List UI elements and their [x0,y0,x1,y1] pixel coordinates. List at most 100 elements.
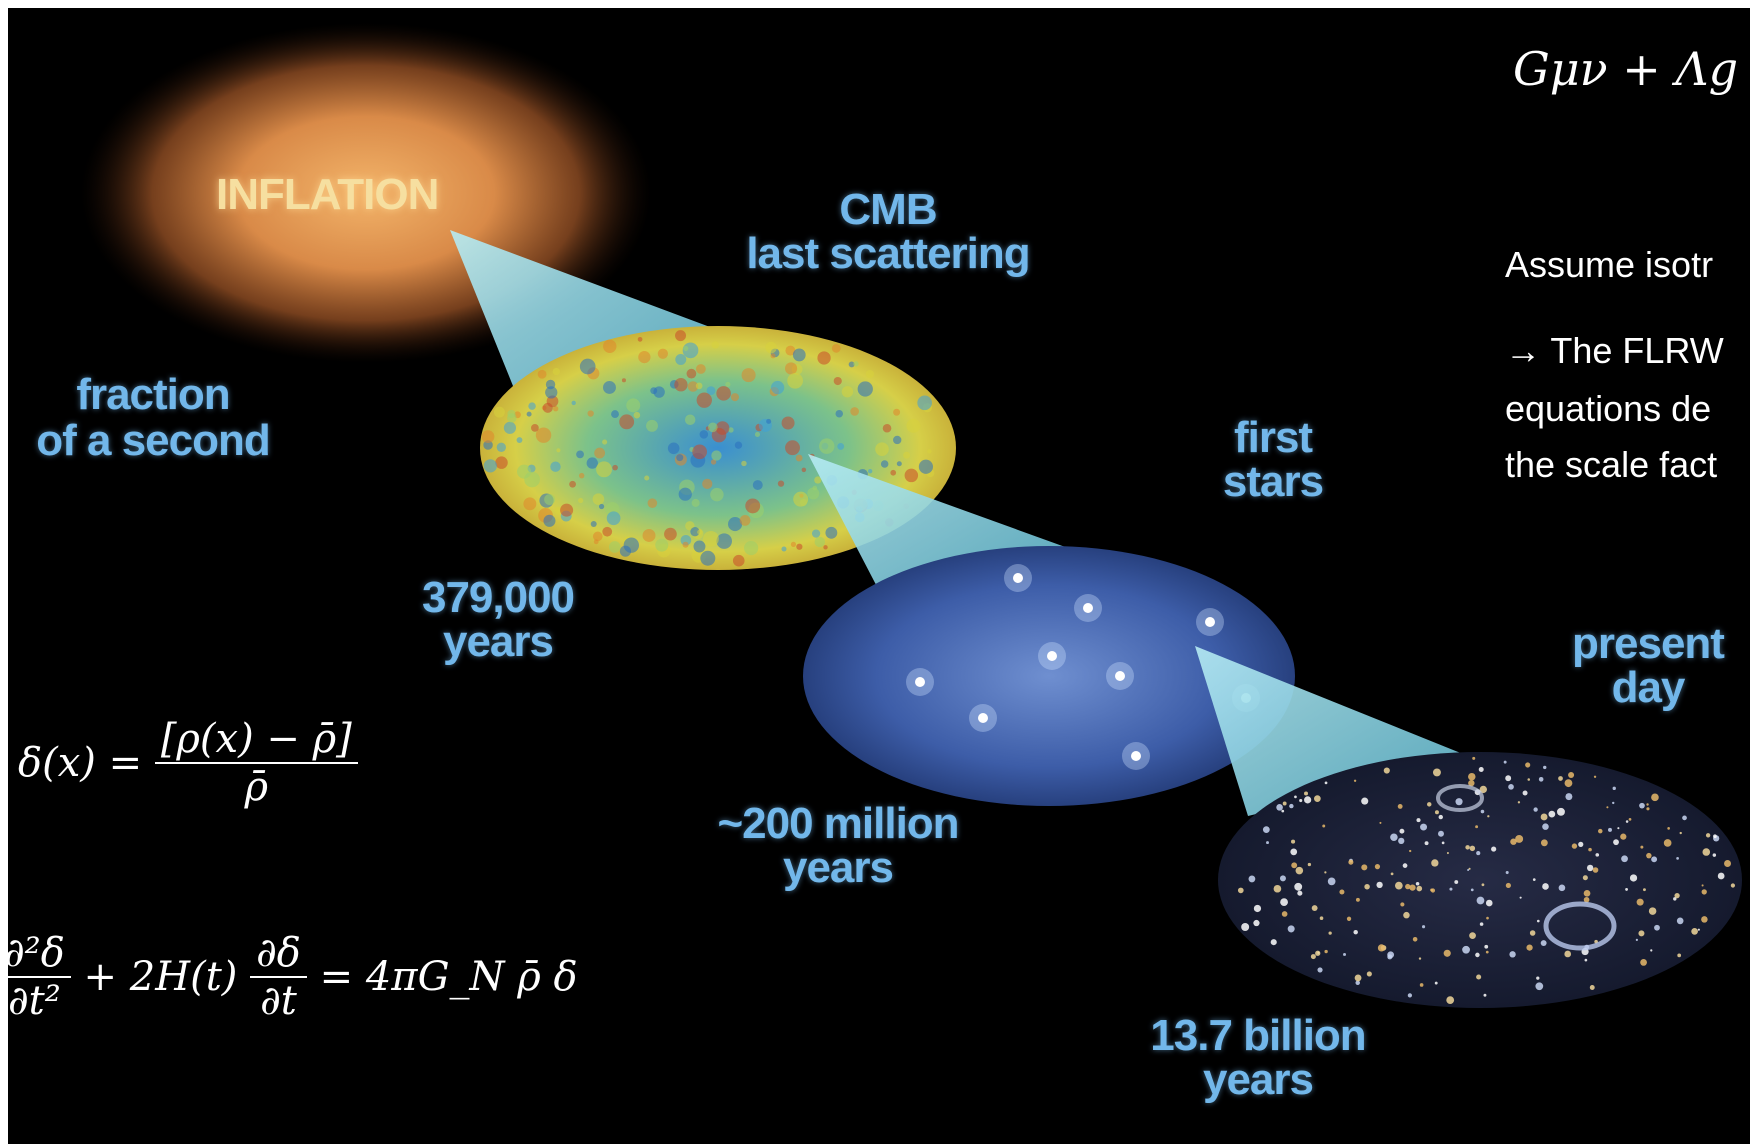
cmb-fluctuation [560,503,574,517]
galaxy-dot [1651,856,1658,863]
cmb-fluctuation [606,511,621,526]
cmb-fluctuation [524,471,540,488]
cmb-fluctuation [848,361,855,368]
galaxy-dot [1465,845,1470,850]
side-text-line2: → The FLRW [1505,330,1724,371]
first-stars-label-text: first stars [1222,413,1324,506]
galaxy-dot [1287,925,1295,933]
galaxy-dot [1503,760,1507,764]
density-lhs: δ(x) = [18,740,143,786]
galaxy-dot [1478,767,1484,773]
cmb-fluctuation [596,461,612,478]
cmb-fluctuation [535,427,552,443]
star [1013,573,1023,583]
cmb-fluctuation [664,527,677,541]
galaxy-dot [1479,785,1487,794]
galaxy-dot [1324,949,1328,954]
galaxy-dot [1646,852,1652,859]
galaxy-dot [1291,862,1298,869]
galaxy-dot [1324,871,1327,874]
cmb-fluctuation [819,438,835,454]
cmb-fluctuation [598,503,605,510]
growth-denominator-2: ∂t [260,978,297,1024]
cmb-fluctuation [823,545,828,550]
cmb-label: CMB last scattering [708,188,1068,276]
cmb-fluctuation [880,460,889,468]
cmb-fluctuation [790,541,797,547]
galaxy-dot [1651,793,1659,802]
cmb-fluctuation [695,364,706,374]
galaxy-dot [1485,899,1493,907]
galaxy-dot [1701,889,1707,895]
cmb-fluctuation [546,395,559,408]
galaxy-dot [1583,889,1591,897]
galaxy-dot [1583,896,1590,903]
cmb-fluctuation [835,409,844,418]
cmb-fluctuation [796,543,803,550]
first-stars-label: first stars [1208,416,1338,504]
star [1083,603,1093,613]
cmb-fluctuation [890,469,897,476]
cmb-fluctuation [676,454,684,462]
cmb-fluctuation [578,497,584,504]
cmb-fluctuation [543,514,556,527]
galaxy-dot [1697,928,1700,931]
cmb-fluctuation [526,411,532,417]
galaxy-dot [1443,949,1451,957]
cmb-fluctuation [697,529,703,535]
galaxy-dot [1419,983,1424,987]
galaxy-dot [1348,859,1354,865]
galaxy-dot [1241,923,1250,931]
galaxy-dot [1476,896,1485,905]
galaxy-dot [1468,867,1471,870]
galaxy-dot [1248,875,1256,883]
cmb-fluctuation [770,353,776,359]
cmb-fluctuation [787,372,804,389]
galaxy-dot [1667,827,1670,830]
galaxy-dot [1343,952,1346,956]
galaxy-dot [1470,888,1474,892]
side-text-line3: equations de [1505,388,1712,429]
cmb-fluctuation [893,435,902,445]
spiral-galaxy [1543,901,1617,951]
cmb-fluctuation [841,386,854,398]
cmb-fluctuation [893,408,901,416]
galaxy-dot [1353,929,1358,935]
first-stars-ellipse [803,546,1295,806]
galaxy-dot [1613,839,1619,846]
galaxy-dot [1558,776,1563,781]
galaxy-dot [1424,841,1429,846]
galaxy-dot [1355,980,1360,986]
galaxy-dot [1399,828,1405,834]
cmb-fluctuation [766,418,772,424]
galaxy-dot [1310,954,1316,960]
cmb-fluctuation [545,386,558,399]
galaxy-dot [1589,985,1595,990]
galaxy-dot [1281,911,1288,917]
galaxy-dot [1676,917,1684,925]
cmb-fluctuation [571,400,576,406]
galaxy-dot [1629,874,1638,882]
cmb-fluctuation [882,423,892,433]
cmb-fluctuation [781,546,787,552]
stars-time-label: ~200 million years [678,802,998,890]
cmb-fluctuation [655,538,669,552]
cmb-fluctuation [725,381,731,388]
cmb-fluctuation [716,533,732,549]
galaxy-dot [1416,818,1421,823]
galaxy-dot [1584,958,1588,962]
cmb-fluctuation [710,487,724,502]
galaxy-dot [1617,827,1620,830]
cmb-fluctuation [687,381,699,392]
galaxy-dot [1620,833,1627,840]
galaxy-dot [1324,781,1328,785]
present-day-label-text: present day [1572,619,1725,712]
galaxy-dot [1526,944,1533,951]
galaxy-dot [1403,911,1410,919]
present-day-label: present day [1548,622,1748,710]
galaxy-dot [1307,862,1312,867]
cmb-fluctuation [678,487,692,501]
growth-numerator-1: ∂²δ [8,930,71,978]
galaxy-dot [1557,807,1565,816]
galaxy-dot [1280,898,1288,906]
